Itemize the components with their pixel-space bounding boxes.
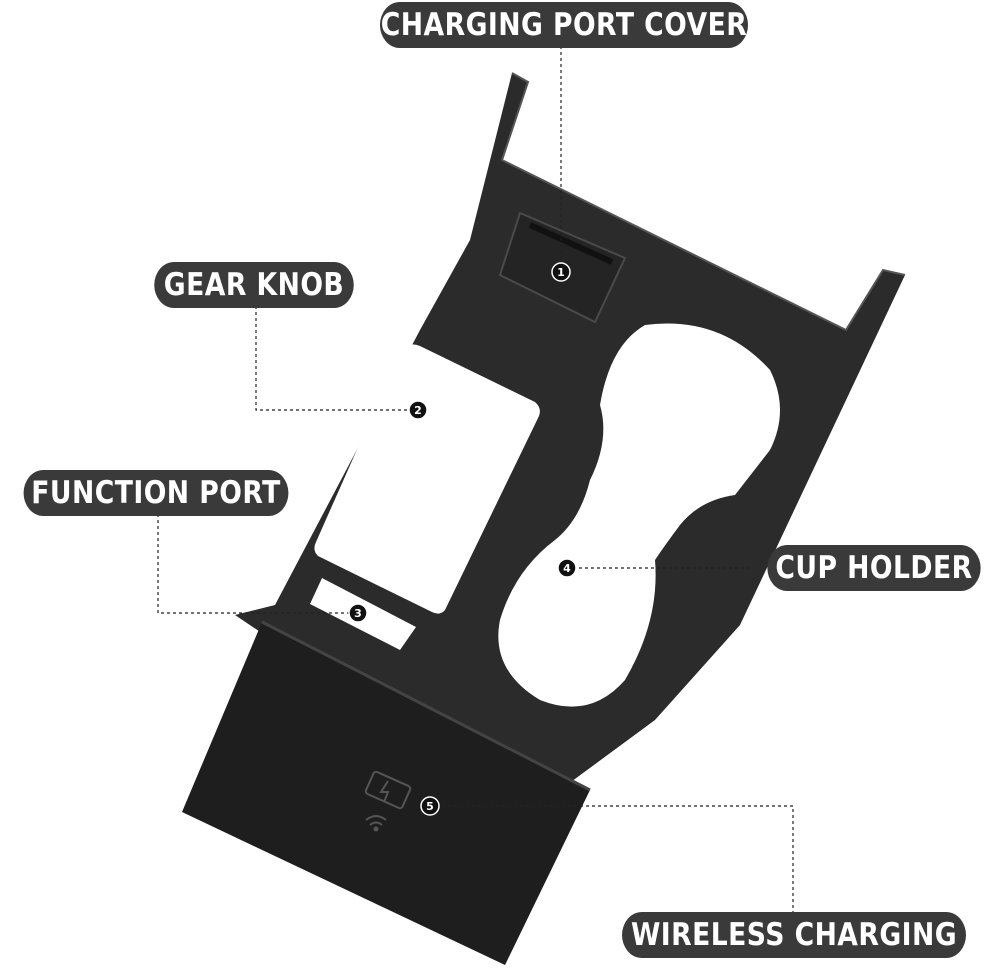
console-panel-edge <box>500 72 906 332</box>
marker-3-number: 3 <box>354 607 362 620</box>
marker-2: 2 <box>408 400 428 420</box>
leader-line-gear-knob <box>255 306 418 411</box>
console-panel-body <box>235 73 905 800</box>
marker-4-number: 4 <box>563 562 571 575</box>
wireless-pad-top-edge <box>261 620 591 792</box>
marker-4: 4 <box>557 558 577 578</box>
wifi-signal-icon <box>365 815 387 832</box>
marker-5: 5 <box>420 796 440 816</box>
marker-5-number: 5 <box>426 800 434 813</box>
marker-2-number: 2 <box>414 404 422 417</box>
cup-holder-opening <box>498 323 780 707</box>
wireless-charging-label: WIRELESS CHARGING <box>622 912 966 958</box>
marker-1: 1 <box>551 262 571 282</box>
gear-knob-opening <box>314 344 540 614</box>
charging-port-cover-label: CHARGING PORT COVER <box>379 2 749 48</box>
cup-holder-label: CUP HOLDER <box>767 545 981 591</box>
leader-line-wireless-charging <box>430 805 794 912</box>
battery-icon <box>364 770 412 810</box>
function-port-label: FUNCTION PORT <box>23 470 289 516</box>
lightning-icon <box>379 780 390 803</box>
gear-knob-label: GEAR KNOB <box>154 262 354 308</box>
wireless-charging-pad <box>182 622 590 965</box>
marker-1-number: 1 <box>557 266 565 279</box>
charging-port-cover-lip <box>528 222 614 265</box>
leader-line-function-port <box>157 514 358 614</box>
marker-3: 3 <box>348 603 368 623</box>
